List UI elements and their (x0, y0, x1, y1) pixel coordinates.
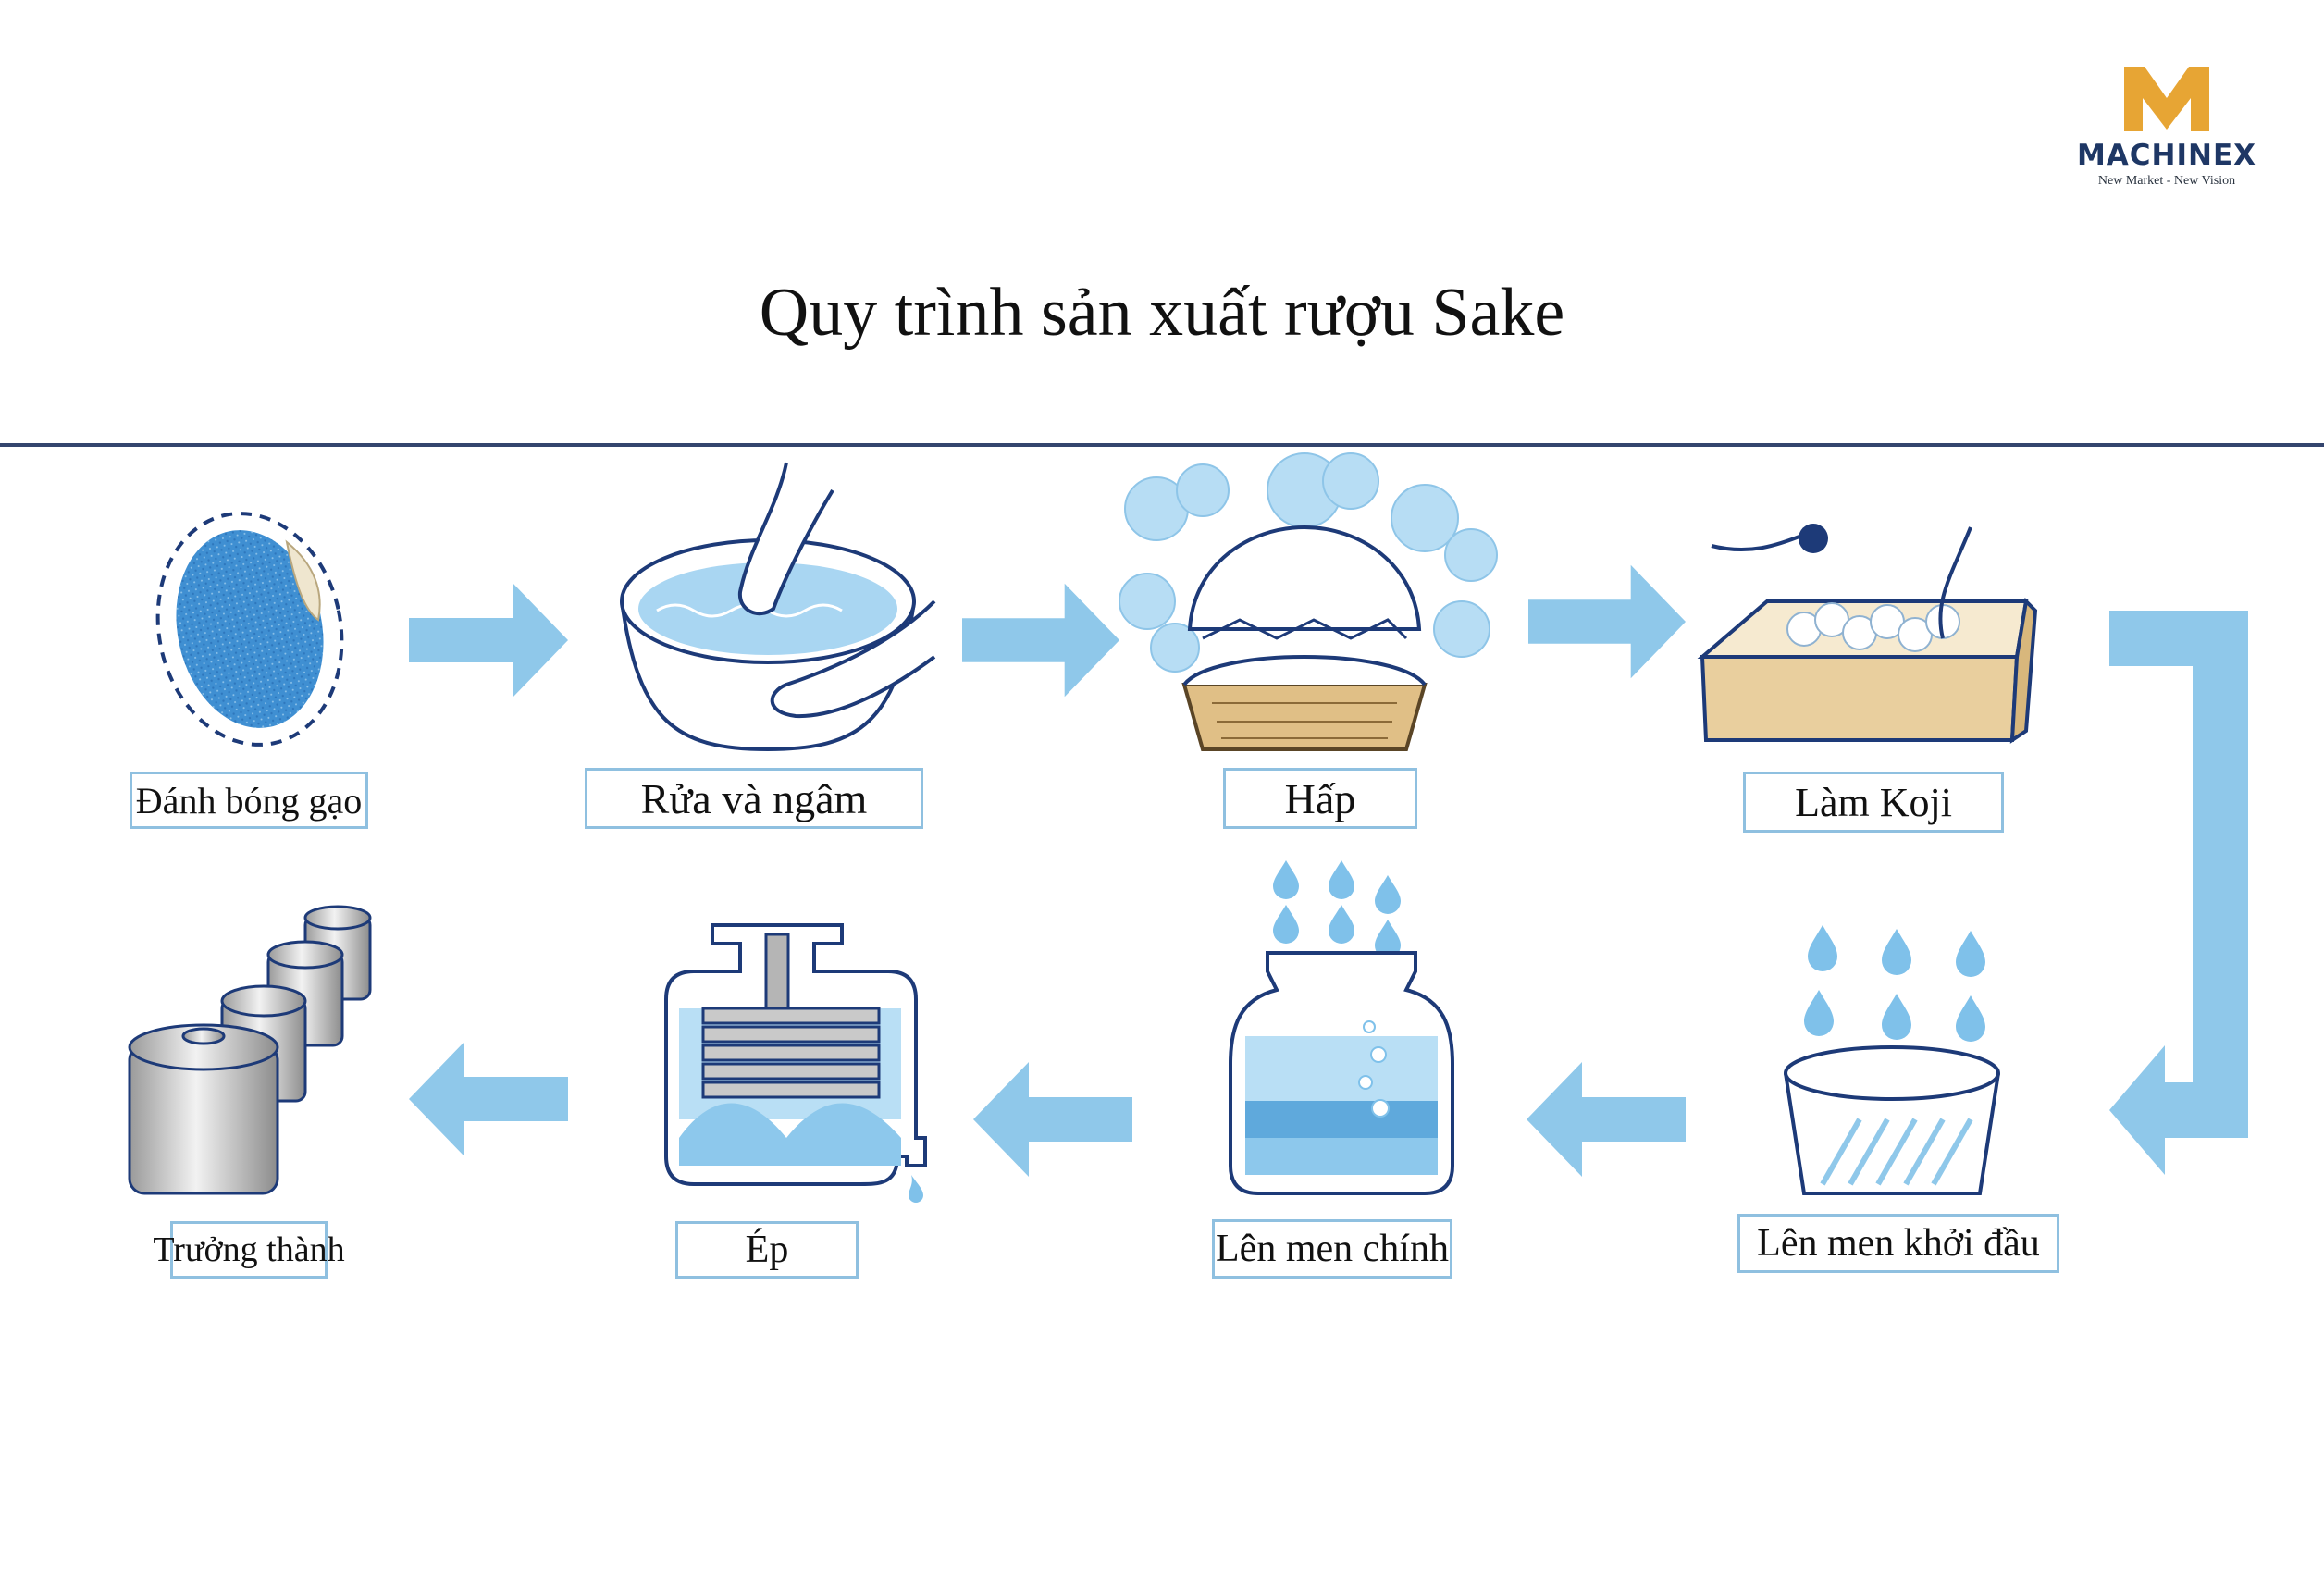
koji-tray-icon (1697, 524, 2038, 744)
step-label: Trưởng thành (153, 1221, 345, 1279)
steaming-basket-icon (1119, 452, 1498, 751)
step-label: Rửa và ngâm (585, 768, 923, 829)
step-label: Ép (675, 1221, 859, 1279)
arrow-left-icon (1527, 1062, 1686, 1177)
arrow-right-icon (962, 583, 1119, 698)
arrow-down-turn-icon (2109, 611, 2248, 1175)
brand-name: MACHINEX (2076, 139, 2257, 172)
step-label: Đánh bóng gạo (130, 772, 368, 829)
machinex-logo: MACHINEX New Market - New Vision (2065, 61, 2268, 200)
step-label: Làm Koji (1743, 772, 2004, 833)
fermentation-jar-icon (1229, 860, 1454, 1195)
arrow-left-icon (973, 1062, 1132, 1177)
polished-rice-grain-icon (155, 512, 344, 747)
brand-tagline: New Market - New Vision (2097, 174, 2236, 188)
diagram-title: Quy trình sản xuất rượu Sake (759, 275, 1565, 351)
starter-tub-icon (1784, 925, 2000, 1195)
arrow-right-icon (1528, 564, 1686, 679)
machinex-m-mark-icon (2124, 67, 2209, 131)
washing-bowl-icon (620, 462, 936, 752)
step-label: Lên men chính (1212, 1219, 1452, 1279)
arrow-left-icon (409, 1042, 568, 1156)
maturation-tanks-icon (128, 905, 372, 1195)
title-divider (0, 443, 2324, 447)
press-icon (664, 923, 927, 1203)
step-label: Hấp (1223, 768, 1417, 829)
step-label: Lên men khởi đầu (1737, 1214, 2059, 1273)
arrow-right-icon (409, 583, 568, 698)
